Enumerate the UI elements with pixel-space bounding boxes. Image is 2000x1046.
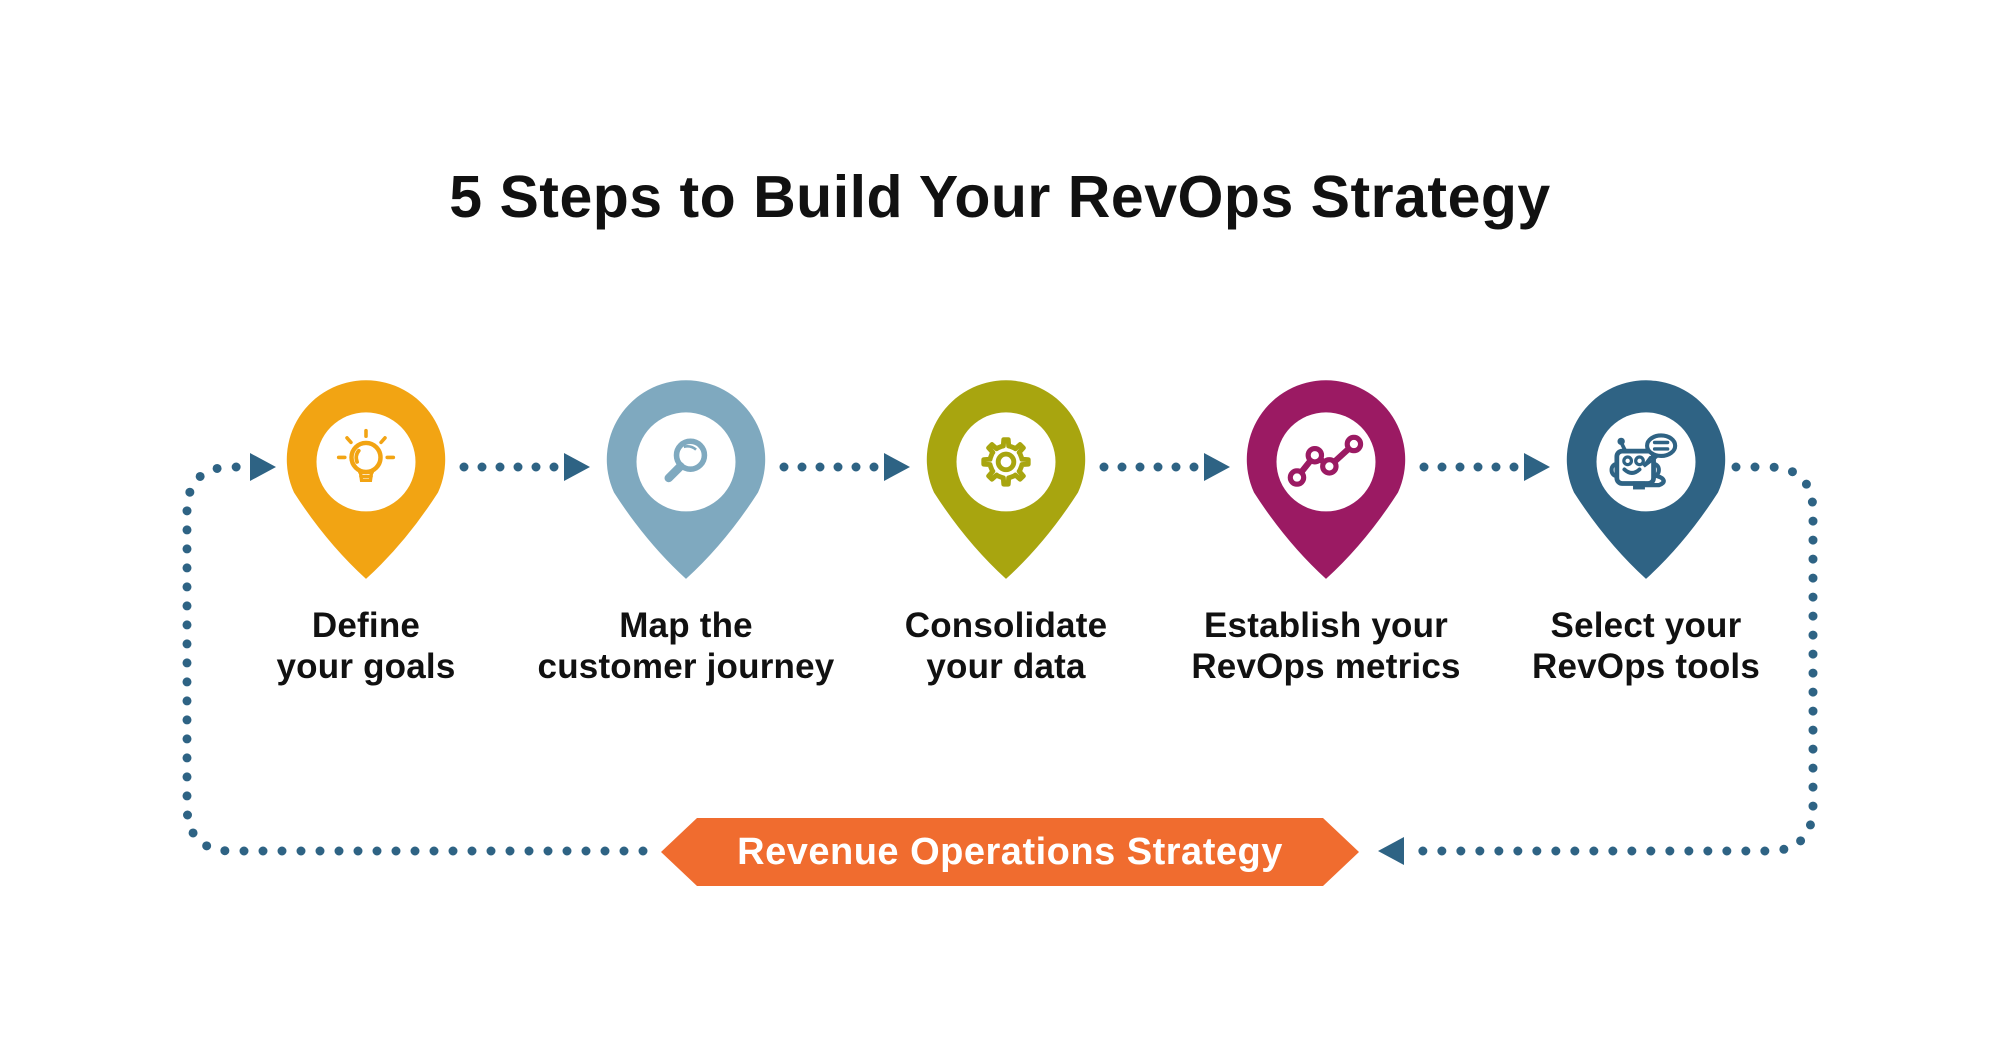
arrow-right-icon [564, 453, 590, 481]
pin-marker [286, 380, 446, 579]
banner-ribbon: Revenue Operations Strategy [661, 818, 1359, 886]
step-label: Establish your RevOps metrics [1191, 606, 1461, 687]
step-label: Define your goals [276, 606, 456, 687]
banner-label: Revenue Operations Strategy [737, 830, 1283, 873]
pin-marker [926, 380, 1086, 579]
robot-icon [1609, 433, 1678, 490]
arrow-right-icon [250, 453, 276, 481]
step-select-tools: Select your RevOps tools [1466, 377, 1826, 688]
page-title: 5 Steps to Build Your RevOps Strategy [449, 164, 1551, 230]
pin-marker [1566, 380, 1726, 579]
step-establish-metrics: Establish your RevOps metrics [1146, 377, 1506, 688]
step-map-journey: Map the customer journey [506, 377, 866, 688]
lightbulb-icon [336, 428, 396, 482]
dotted-loop-left [182, 462, 648, 856]
dotted-loop-right [1399, 462, 1818, 856]
magnifier-icon [664, 438, 708, 483]
step-label: Select your RevOps tools [1531, 606, 1760, 687]
gear-icon [981, 437, 1031, 487]
pin-marker [1246, 380, 1406, 579]
step-label: Map the customer journey [537, 606, 835, 687]
arrow-left-icon [1378, 837, 1404, 865]
arrow-right-icon [1204, 453, 1230, 481]
pin-marker [606, 380, 766, 579]
step-define-goals: Define your goals [186, 377, 546, 688]
step-label: Consolidate your data [904, 606, 1108, 687]
arrow-right-icon [884, 453, 910, 481]
arrow-right-icon [1524, 453, 1550, 481]
step-consolidate-data: Consolidate your data [826, 377, 1186, 688]
chart-icon [1287, 434, 1364, 487]
